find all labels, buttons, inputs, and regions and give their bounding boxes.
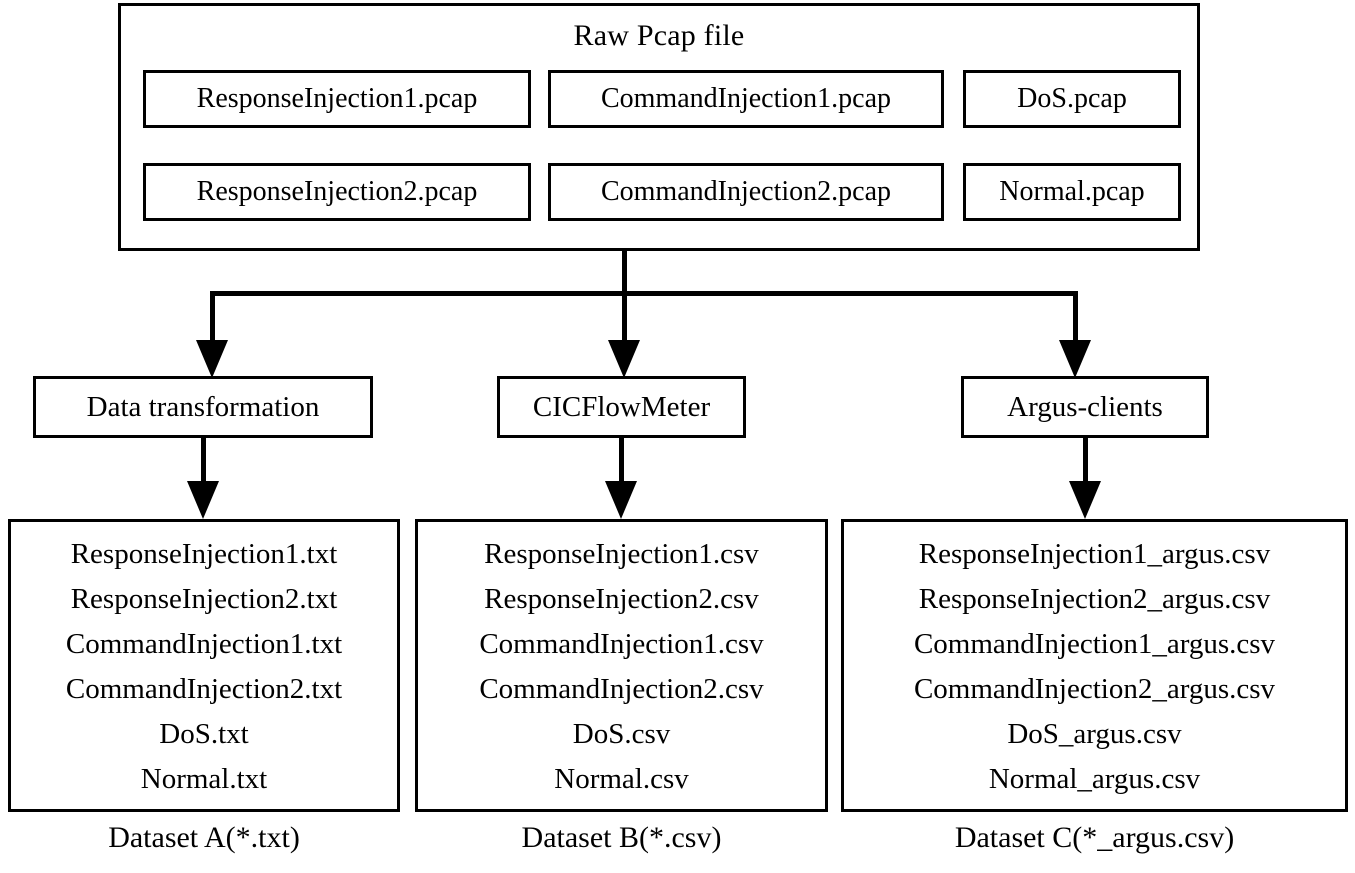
connector-output-left-line xyxy=(201,438,206,484)
arrow-down-icon-to-data-transformation xyxy=(196,340,228,378)
connector-distribution-bus xyxy=(210,291,1078,296)
dataset-caption-c: Dataset C(*_argus.csv) xyxy=(954,821,1235,854)
dataset-b-file-6: Normal.csv xyxy=(554,763,689,795)
dataset-b-file-1: ResponseInjection1.csv xyxy=(484,538,759,570)
connector-drop-left-line xyxy=(210,291,215,344)
pcap-file-dos: DoS.pcap xyxy=(963,70,1181,128)
dataset-a-file-4: CommandInjection2.txt xyxy=(65,673,343,705)
connector-drop-right-line xyxy=(1073,291,1078,344)
dataset-c-file-1: ResponseInjection1_argus.csv xyxy=(918,538,1271,570)
pcap-file-normal: Normal.pcap xyxy=(963,163,1181,221)
connector-trunk-line xyxy=(622,251,627,296)
dataset-a-file-2: ResponseInjection2.txt xyxy=(70,583,338,615)
arrow-down-icon-to-cicflowmeter xyxy=(608,340,640,378)
arrow-down-icon-to-dataset-b xyxy=(605,481,637,519)
dataset-a-file-3: CommandInjection1.txt xyxy=(65,628,343,660)
connector-drop-center-line xyxy=(622,291,627,344)
dataset-a-file-6: Normal.txt xyxy=(140,763,268,795)
dataset-box-a: ResponseInjection1.txt ResponseInjection… xyxy=(8,519,400,812)
dataset-b-file-5: DoS.csv xyxy=(572,718,671,750)
process-box-data-transformation: Data transformation xyxy=(33,376,373,438)
process-box-argus-clients: Argus-clients xyxy=(961,376,1209,438)
dataset-a-file-1: ResponseInjection1.txt xyxy=(70,538,338,570)
dataset-b-file-4: CommandInjection2.csv xyxy=(479,673,764,705)
raw-pcap-title: Raw Pcap file xyxy=(573,19,745,52)
connector-output-center-line xyxy=(619,438,624,484)
dataset-c-file-3: CommandInjection1_argus.csv xyxy=(913,628,1276,660)
connector-output-right-line xyxy=(1083,438,1088,484)
process-box-cicflowmeter: CICFlowMeter xyxy=(497,376,746,438)
pcap-file-command-injection-1: CommandInjection1.pcap xyxy=(548,70,944,128)
dataset-c-file-4: CommandInjection2_argus.csv xyxy=(913,673,1276,705)
dataset-c-file-5: DoS_argus.csv xyxy=(1007,718,1182,750)
pcap-file-response-injection-2: ResponseInjection2.pcap xyxy=(143,163,531,221)
dataset-caption-b: Dataset B(*.csv) xyxy=(521,821,722,854)
pcap-file-response-injection-1: ResponseInjection1.pcap xyxy=(143,70,531,128)
dataset-b-file-2: ResponseInjection2.csv xyxy=(484,583,759,615)
dataset-c-file-6: Normal_argus.csv xyxy=(988,763,1201,795)
dataset-caption-a: Dataset A(*.txt) xyxy=(108,821,300,854)
dataset-box-c: ResponseInjection1_argus.csv ResponseInj… xyxy=(841,519,1348,812)
dataset-b-file-3: CommandInjection1.csv xyxy=(479,628,764,660)
arrow-down-icon-to-argus-clients xyxy=(1059,340,1091,378)
pcap-file-command-injection-2: CommandInjection2.pcap xyxy=(548,163,944,221)
arrow-down-icon-to-dataset-c xyxy=(1069,481,1101,519)
dataset-a-file-5: DoS.txt xyxy=(159,718,249,750)
dataset-c-file-2: ResponseInjection2_argus.csv xyxy=(918,583,1271,615)
arrow-down-icon-to-dataset-a xyxy=(187,481,219,519)
raw-pcap-container: Raw Pcap file ResponseInjection1.pcap Re… xyxy=(118,3,1200,251)
dataset-box-b: ResponseInjection1.csv ResponseInjection… xyxy=(415,519,828,812)
